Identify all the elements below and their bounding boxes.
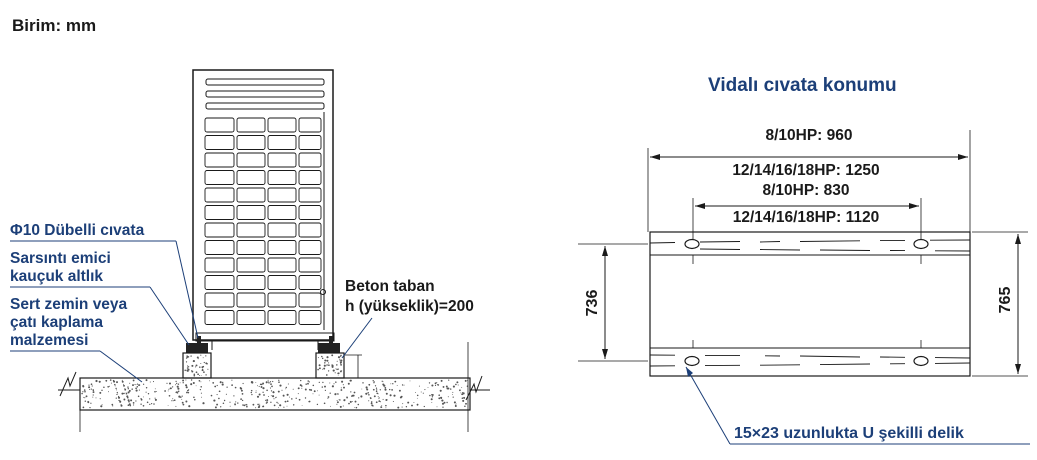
right-height-dimension [972,231,1028,377]
grille-cell [204,135,235,150]
grille-cell [267,257,297,273]
base-height-dimension [344,354,362,379]
hole-callout-leader [685,366,1030,445]
grille-cell [267,222,297,238]
concrete-base-label-line2: h (yükseklik)=200 [345,298,474,315]
concrete-base-label-line1: Beton taban [345,278,435,295]
left-height-label: 736 [584,290,601,317]
outer-width-dimension [650,154,968,160]
inner-width-label-1: 8/10HP: 830 [762,182,849,199]
grille-cell [267,275,297,290]
grille-cell [298,222,322,238]
grille-cell [204,240,235,255]
bolt-hole-icon [913,355,929,367]
unit-footprint [649,231,971,377]
grille-cell [236,240,266,255]
grille-cell [298,275,322,290]
grille-cell [267,240,297,255]
grille-cell [298,170,322,185]
grille-cell [298,292,322,308]
inner-width-label-2: 12/14/16/18HP: 1120 [733,209,880,226]
grille-cell [204,117,235,133]
grille-cell [298,310,322,325]
grille-cell [267,187,297,203]
grille-cell [267,135,297,150]
grille-cell [267,117,297,133]
grille-cell [236,222,266,238]
grille-cell [236,170,266,185]
grille-cell [267,152,297,168]
outer-width-label-2: 12/14/16/18HP: 1250 [732,162,879,179]
front-grille [204,117,322,325]
outer-width-label-1: 8/10HP: 960 [765,127,852,144]
grille-cell [204,170,235,185]
grille-cell [298,117,322,133]
outdoor-unit-side-view [192,69,335,350]
right-height-label: 765 [997,287,1014,314]
grille-cell [204,222,235,238]
bolt-hole-icon [913,238,929,250]
grille-cell [236,135,266,150]
grille-cell [267,205,297,220]
grille-cell [204,310,235,325]
bolt-position-title: Vidalı cıvata konumu [708,75,897,96]
rubber-pad-label-line1: Sarsıntı emici [10,250,111,267]
grille-cell [204,187,235,203]
outdoor-unit-body [192,69,334,341]
grille-cell [236,275,266,290]
unit-base-frame [195,332,335,342]
grille-cell [298,240,322,255]
concrete-bases [182,352,345,379]
bolt-hole-icon [684,355,700,367]
grille-cell [204,257,235,273]
grille-cell [204,205,235,220]
grille-cell [236,187,266,203]
grille-cell [298,187,322,203]
grille-cell [236,117,266,133]
bottom-mounting-rail [649,340,971,377]
grille-cell [267,170,297,185]
anchor-bolt-label: Φ10 Dübelli cıvata [10,222,145,239]
handle-icon [320,289,326,295]
grille-cell [204,152,235,168]
grille-cell [236,205,266,220]
grille-cell [204,292,235,308]
grille-cell [298,205,322,220]
left-height-dimension [578,243,648,362]
hole-label: 15×23 uzunlukta U şekilli delik [734,425,964,442]
bolt-hole-icon [684,238,700,250]
grille-cell [236,152,266,168]
rubber-pads [186,336,340,353]
hard-floor-label-line3: malzemesi [10,332,88,349]
grille-cell [236,310,266,325]
grille-cell [204,275,235,290]
top-mounting-rail [649,231,971,264]
ground-slab [58,342,490,432]
grille-cell [298,135,322,150]
grille-cell [236,257,266,273]
grille-cell [236,292,266,308]
u-shaped-holes [684,238,929,367]
unit-label: Birim: mm [12,16,96,35]
top-vent-slots [205,78,325,110]
grille-cell [298,257,322,273]
grille-cell [267,292,297,308]
rubber-pad-label-line2: kauçuk altlık [10,268,103,285]
grille-cell [267,310,297,325]
grille-cell [298,152,322,168]
hard-floor-label-line2: çatı kaplama [10,314,103,331]
hard-floor-label-line1: Sert zemin veya [10,296,128,313]
inner-width-dimension [695,203,919,209]
